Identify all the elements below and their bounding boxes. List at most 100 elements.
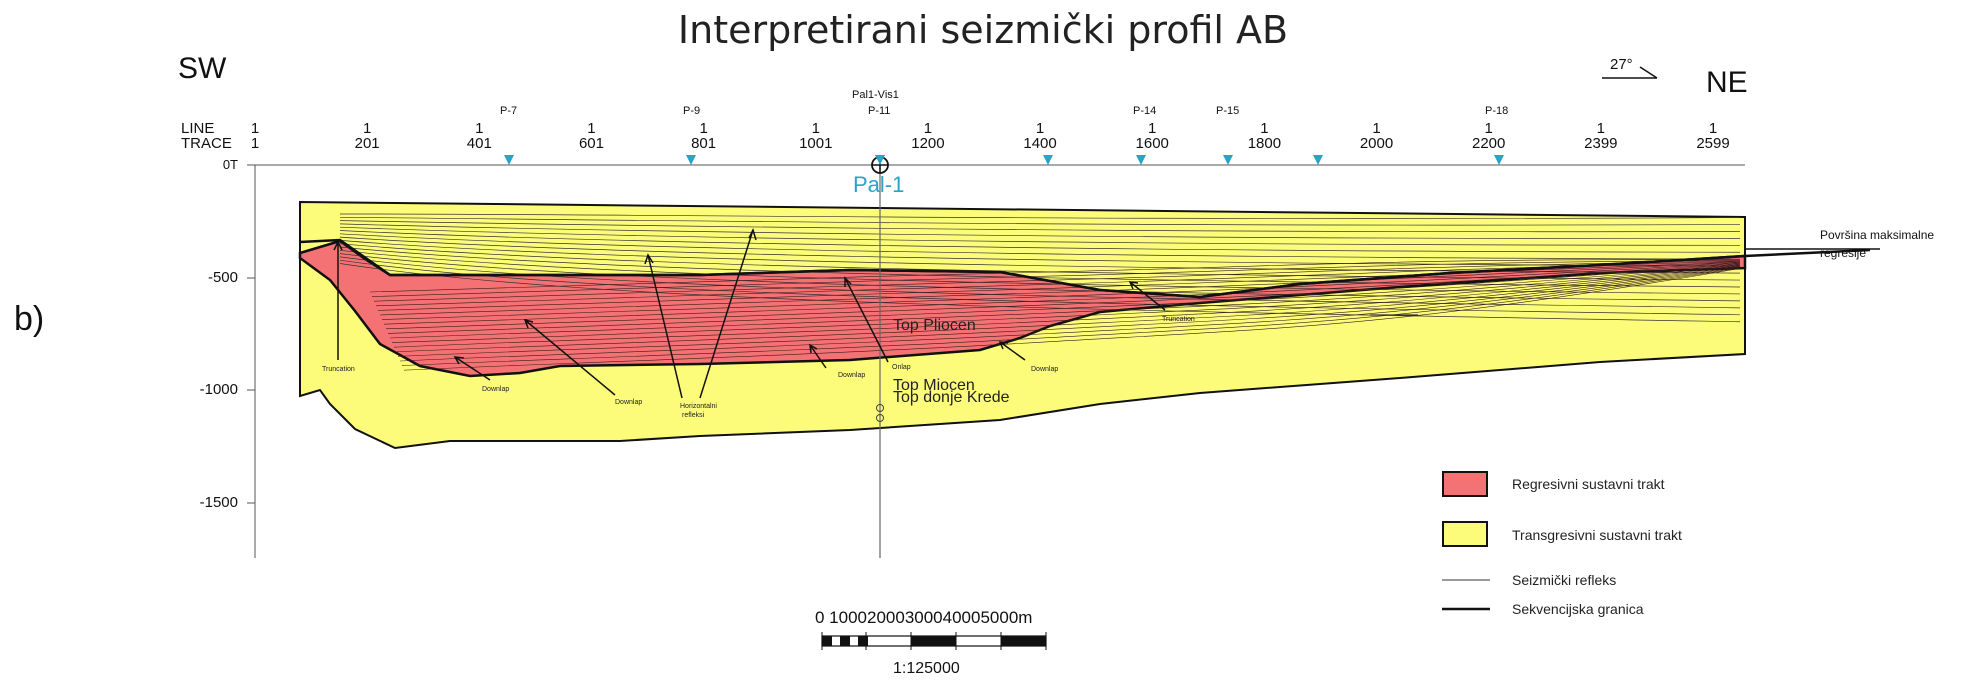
line-value-0: 1 (250, 120, 260, 137)
reflection-red-13 (395, 266, 1741, 353)
legend-label-boundary: Sekvencijska granica (1512, 601, 1644, 617)
line-value-13: 1 (1708, 120, 1718, 137)
well-name-p9: P-9 (683, 105, 701, 117)
legend-label-transgressive: Transgresivni sustavni trakt (1512, 527, 1682, 543)
legend-label-reflex: Seizmički refleks (1512, 572, 1617, 588)
reflection-red-17 (403, 268, 1741, 371)
reflection-red-9 (387, 264, 1741, 334)
line-value-8: 1 (1148, 120, 1157, 137)
trace-value-9: 1800 (1247, 135, 1282, 152)
line-value-7: 1 (1035, 120, 1045, 137)
line-value-9: 1 (1260, 120, 1269, 137)
panel-label: b) (14, 300, 45, 338)
well-marker-1 (876, 404, 884, 412)
trace-value-3: 601 (578, 135, 604, 152)
line-value-1: 1 (362, 120, 372, 137)
well-name-p18: P-18 (1485, 105, 1509, 117)
direction-ne: NE (1706, 66, 1748, 99)
note-downlap-1: Downlap (482, 386, 510, 393)
reflection-red-12 (393, 265, 1741, 348)
reflection-yellow-5 (339, 230, 1741, 253)
trace-value-12: 2399 (1584, 135, 1618, 152)
line-value-5: 1 (811, 120, 820, 137)
legend-swatch-regressive (1442, 471, 1488, 497)
trace-value-10: 2000 (1359, 135, 1394, 152)
line-value-6: 1 (923, 120, 933, 137)
reflection-yellow-7 (339, 236, 1741, 267)
reflection-red-11 (391, 265, 1741, 343)
note-downlap-3: Downlap (838, 372, 866, 379)
reflection-yellow-1 (339, 216, 1741, 226)
horizon-top-donje-krede: Top donje Krede (893, 389, 1010, 406)
reflection-yellow-8 (339, 240, 1741, 274)
reflection-red-14 (397, 266, 1741, 357)
well-name-p15: P-15 (1216, 105, 1240, 117)
note-surface-2: regresije (1820, 246, 1867, 260)
trace-value-13: 2599 (1696, 135, 1730, 152)
note-truncation-left: Truncation (322, 366, 355, 373)
reflection-red-10 (389, 264, 1741, 339)
well-name-p7: P-7 (500, 105, 518, 117)
well-name-p14: P-14 (1133, 105, 1157, 117)
well-name-pal1-vis1: Pal1-Vis1 (852, 89, 899, 101)
note-downlap-2: Downlap (615, 399, 643, 406)
reflection-yellow-0 (339, 213, 1741, 219)
legend-label-regressive: Regresivni sustavni trakt (1512, 476, 1665, 492)
y-label-1500: -1500 (199, 494, 238, 511)
sequence-boundary-mfs (299, 238, 1871, 299)
well-marker-2 (876, 414, 884, 422)
note-onlap: Onlap (892, 364, 911, 371)
scale-bar (821, 632, 1047, 650)
line-label: LINE (181, 120, 215, 137)
azimuth-label: 27° (1610, 56, 1633, 73)
line-value-11: 1 (1484, 120, 1493, 137)
line-value-3: 1 (587, 120, 596, 137)
annotation-arrows (333, 227, 1880, 399)
trace-value-8: 1600 (1135, 135, 1169, 152)
y-label-1000: -1000 (199, 381, 238, 398)
well-pal1-label: Pal-1 (853, 172, 905, 197)
trace-value-7: 1400 (1023, 135, 1057, 152)
reflection-yellow-3 (339, 223, 1741, 239)
well-triangles (504, 155, 1504, 165)
trace-value-0: 1 (250, 135, 260, 152)
figure-title: Interpretirani seizmički profil AB (677, 8, 1289, 52)
legend-swatch-transgressive (1442, 521, 1488, 547)
reflection-yellow-15 (339, 263, 1741, 323)
reflection-yellow-12 (339, 253, 1741, 302)
reflection-yellow-9 (339, 243, 1741, 281)
y-label-0: 0T (222, 157, 238, 172)
line-value-10: 1 (1372, 120, 1381, 137)
reflection-yellow-13 (339, 256, 1741, 309)
azimuth-arrow-line (1639, 66, 1658, 79)
reflection-yellow-2 (339, 220, 1741, 233)
scale-ratio: 1:125000 (893, 660, 960, 677)
trace-value-2: 401 (466, 135, 492, 152)
note-refleksi: refleksi (682, 412, 705, 419)
direction-sw: SW (178, 52, 227, 85)
line-value-4: 1 (699, 120, 708, 137)
trace-value-6: 1200 (911, 135, 945, 152)
seismic-reflections (339, 213, 1741, 371)
note-truncation-right: Truncation (1162, 316, 1195, 323)
scale-numbers: 0 10002000300040005000m (815, 608, 1033, 627)
trace-value-4: 801 (691, 135, 717, 152)
reflection-red-15 (399, 267, 1741, 362)
line-value-2: 1 (475, 120, 484, 137)
line-value-12: 1 (1596, 120, 1606, 137)
reflection-yellow-6 (339, 233, 1741, 260)
reflection-red-16 (401, 267, 1741, 366)
trace-label: TRACE (181, 135, 232, 152)
y-label-500: -500 (207, 269, 238, 286)
trace-value-5: 1001 (799, 135, 833, 152)
horizon-top-miocen: Top Miocen (893, 377, 975, 394)
trace-value-11: 2200 (1472, 135, 1506, 152)
note-surface-1: Površina maksimalne (1820, 228, 1935, 242)
horizon-top-pliocen: Top Pliocen (893, 317, 976, 334)
note-horizontalni: Horizontalni (680, 403, 717, 410)
reflection-yellow-4 (339, 226, 1741, 246)
note-downlap-4: Downlap (1031, 366, 1059, 373)
reflection-red-8 (385, 263, 1741, 330)
trace-value-1: 201 (354, 135, 380, 152)
